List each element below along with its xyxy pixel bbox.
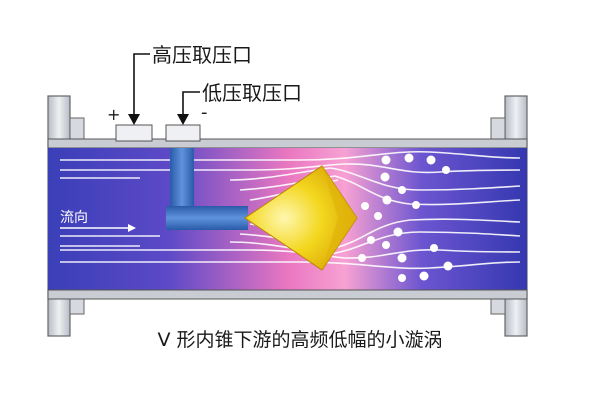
low-pressure-leader (182, 91, 200, 116)
high-pressure-leader (133, 53, 150, 116)
v-cone (244, 165, 358, 271)
minus-sign: - (201, 102, 208, 123)
plus-sign: + (107, 105, 120, 124)
vortices (358, 153, 453, 282)
high-pressure-tap (115, 124, 153, 142)
high-pressure-port-label: 高压取压口 (152, 43, 252, 67)
flow-direction-label: 流向 (60, 210, 88, 226)
cone-support-tube (166, 148, 248, 230)
caption: V 形内锥下游的高频低幅的小漩涡 (157, 329, 442, 351)
low-pressure-tap (165, 124, 201, 142)
low-pressure-port-label: 低压取压口 (202, 81, 302, 105)
arrow-down-icon (128, 114, 140, 125)
flow-arrow-icon (60, 224, 136, 232)
arrow-down-icon (177, 114, 189, 125)
